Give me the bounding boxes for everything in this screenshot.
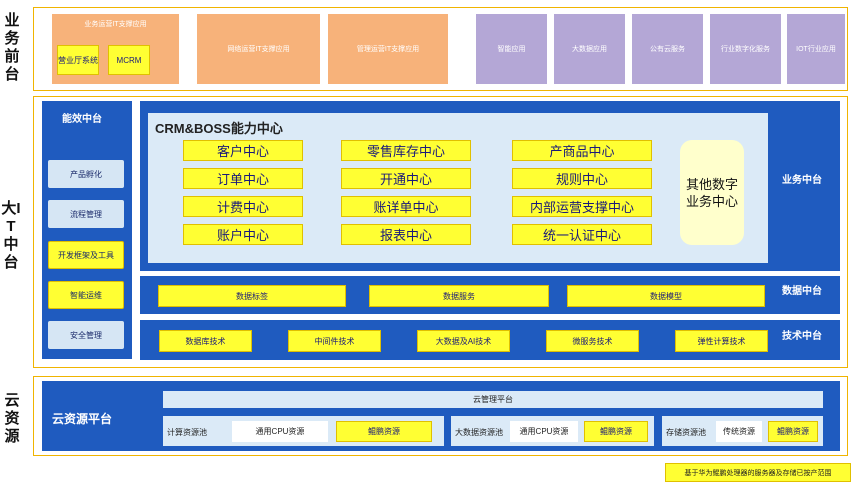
business-platform-label: 业务中台 xyxy=(782,175,822,186)
efficiency-item-process: 流程管理 xyxy=(48,200,124,228)
crm-account: 账户中心 xyxy=(183,224,303,245)
cloud-title: 云资源平台 xyxy=(52,412,113,426)
efficiency-panel xyxy=(42,101,132,359)
tech-platform-label: 技术中台 xyxy=(782,331,822,342)
tech-microservice: 微服务技术 xyxy=(546,330,639,352)
crm-internal-ops: 内部运营支撑中心 xyxy=(512,196,652,217)
storage-pool-label: 存储资源池 xyxy=(666,428,706,437)
crm-order: 订单中心 xyxy=(183,168,303,189)
front-item-yingyeting: 营业厅系统 xyxy=(57,45,99,75)
efficiency-item-security: 安全管理 xyxy=(48,321,124,349)
crm-title: CRM&BOSS能力中心 xyxy=(155,121,283,136)
data-model: 数据模型 xyxy=(567,285,765,307)
cloud-layer xyxy=(33,376,848,456)
efficiency-item-ops: 智能运维 xyxy=(48,281,124,309)
compute-kunpeng: 鲲鹏资源 xyxy=(336,421,432,442)
other-digital-center: 其他数字业务中心 xyxy=(680,140,744,245)
crm-report: 报表中心 xyxy=(341,224,471,245)
storage-kunpeng: 鲲鹏资源 xyxy=(768,421,818,442)
network-ops-block: 网络运营IT支撑应用 xyxy=(197,14,320,84)
tech-elastic: 弹性计算技术 xyxy=(675,330,768,352)
app-industry-digital: 行业数字化服务 xyxy=(710,14,781,84)
app-smart: 智能应用 xyxy=(476,14,547,84)
crm-auth: 统一认证中心 xyxy=(512,224,652,245)
front-layer xyxy=(33,7,848,91)
crm-rule: 规则中心 xyxy=(512,168,652,189)
app-bigdata: 大数据应用 xyxy=(554,14,625,84)
cloud-mgmt: 云管理平台 xyxy=(163,391,823,408)
tech-database: 数据库技术 xyxy=(159,330,252,352)
label-cloud: 云资源 xyxy=(4,392,20,445)
bigdata-kunpeng: 鲲鹏资源 xyxy=(584,421,648,442)
mgmt-ops-block: 管理运营IT支撑应用 xyxy=(328,14,448,84)
storage-traditional: 传统资源 xyxy=(716,421,762,442)
crm-bill-detail: 账详单中心 xyxy=(341,196,471,217)
tech-bigdata-ai: 大数据及AI技术 xyxy=(417,330,510,352)
compute-cpu: 通用CPU资源 xyxy=(232,421,328,442)
label-front: 业务前台 xyxy=(4,12,20,83)
footnote: 基于华为鲲鹏处理器的服务器及存储已按产范围 xyxy=(665,463,851,482)
tech-middleware: 中间件技术 xyxy=(288,330,381,352)
crm-product: 产商品中心 xyxy=(512,140,652,161)
front-item-mcrm: MCRM xyxy=(108,45,150,75)
middle-layer xyxy=(33,96,848,368)
bigdata-cpu: 通用CPU资源 xyxy=(510,421,578,442)
efficiency-item-product: 产品孵化 xyxy=(48,160,124,188)
crm-billing: 计费中心 xyxy=(183,196,303,217)
crm-retail-inventory: 零售库存中心 xyxy=(341,140,471,161)
efficiency-item-devframe: 开发框架及工具 xyxy=(48,241,124,269)
crm-provision: 开通中心 xyxy=(341,168,471,189)
crm-customer: 客户中心 xyxy=(183,140,303,161)
data-service: 数据服务 xyxy=(369,285,549,307)
bigdata-pool-label: 大数据资源池 xyxy=(455,428,503,437)
efficiency-title: 能效中台 xyxy=(62,114,102,125)
compute-pool-label: 计算资源池 xyxy=(167,428,207,437)
app-public-cloud: 公有云服务 xyxy=(632,14,703,84)
data-tag: 数据标签 xyxy=(158,285,346,307)
data-platform-label: 数据中台 xyxy=(782,286,822,297)
label-middle: 大IT中台 xyxy=(1,200,21,271)
app-iot: IOT行业应用 xyxy=(787,14,845,84)
